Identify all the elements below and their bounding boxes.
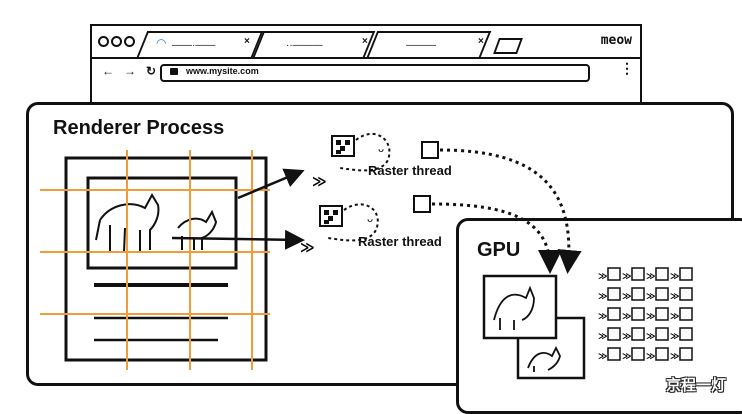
gpu-worker-tile: [679, 287, 693, 301]
gpu-title: GPU: [477, 239, 521, 261]
gpu-worker-icon: ≫: [646, 312, 655, 322]
watermark: 京程一灯: [665, 377, 726, 394]
renderer-process-title: Renderer Process: [53, 117, 225, 139]
tile-arrow-1: [237, 168, 305, 200]
raster-thread-1-icon: ᴗ ≫: [312, 133, 439, 190]
url-text: www.mysite.com: [186, 66, 259, 76]
gpu-worker-icon: ≫: [670, 272, 679, 282]
tile-grid-lines: [40, 150, 270, 370]
gpu-worker-tile: [679, 347, 693, 361]
menu-kebab-icon[interactable]: ⋮: [620, 60, 634, 76]
lock-icon: [170, 68, 178, 75]
gpu-worker-tile: [607, 327, 621, 341]
gpu-worker-tile: [607, 347, 621, 361]
gpu-worker-icon: ≫: [646, 332, 655, 342]
gpu-worker-tile: [655, 267, 669, 281]
gpu-worker-icon: ≫: [670, 332, 679, 342]
gpu-worker-icon: ≫: [670, 352, 679, 362]
gpu-worker-icon: ≫: [670, 312, 679, 322]
svg-text:ᴗ: ᴗ: [367, 214, 373, 225]
horse-illustration-icon: [95, 192, 218, 253]
tab-3-close-icon[interactable]: ×: [478, 36, 484, 47]
raster-thread-2-icon: ᴗ ≫: [300, 195, 431, 256]
gpu-worker-icon: ≫: [598, 312, 607, 322]
gpu-worker-tile: [607, 267, 621, 281]
gpu-worker-icon: ≫: [598, 292, 607, 302]
gpu-worker-icon: ≫: [598, 272, 607, 282]
window-dot-maximize[interactable]: [124, 36, 135, 47]
gpu-worker-tile: [631, 267, 645, 281]
svg-text:≫: ≫: [312, 174, 327, 190]
gpu-worker-tile: [679, 267, 693, 281]
browser-window: ◠ ——·—— × ··——— × ——— × meow ← → ↻ www.m…: [90, 24, 642, 102]
page-mockup: [64, 156, 268, 362]
reload-icon[interactable]: ↻: [146, 64, 157, 78]
tab-1-label: ——·——: [172, 40, 216, 51]
gpu-worker-icon: ≫: [598, 352, 607, 362]
gpu-worker-icon: ≫: [622, 352, 631, 362]
gpu-worker-tile: [631, 327, 645, 341]
svg-text:≫: ≫: [300, 240, 315, 256]
tab-2-label: ··———: [286, 40, 323, 51]
tab-bar: ◠ ——·—— × ··——— × ——— × meow: [92, 26, 640, 59]
gpu-worker-tile: [655, 287, 669, 301]
window-dot-close[interactable]: [98, 36, 109, 47]
diagram-drawing: ᴗ ≫ ᴗ ≫ ≫ ≫ ≫ ≫ ≫ ≫ ≫ ≫ ≫ ≫ ≫ ≫ ≫ ≫ ≫ ≫ ≫ ≫ ≫ ≫: [40, 133, 693, 380]
gpu-worker-tile: [679, 307, 693, 321]
gpu-worker-tile: [655, 327, 669, 341]
gpu-worker-grid: ≫ ≫ ≫ ≫ ≫ ≫ ≫ ≫ ≫ ≫ ≫ ≫ ≫ ≫ ≫ ≫ ≫ ≫ ≫ ≫: [598, 267, 693, 362]
gpu-tile-stack: [482, 274, 586, 380]
raster-thread-1-label: Raster thread: [368, 163, 452, 178]
tab-3-label: ———: [406, 40, 436, 51]
gpu-worker-tile: [607, 307, 621, 321]
raster-to-gpu-arrow-1: [439, 148, 582, 274]
gpu-worker-tile: [631, 307, 645, 321]
window-controls[interactable]: [98, 36, 137, 50]
gpu-worker-icon: ≫: [622, 312, 631, 322]
tab-1-close-icon[interactable]: ×: [244, 36, 250, 47]
raster-thread-2-label: Raster thread: [358, 234, 442, 249]
svg-text:ᴗ: ᴗ: [378, 144, 384, 155]
gpu-worker-icon: ≫: [670, 292, 679, 302]
window-dot-minimize[interactable]: [111, 36, 122, 47]
gpu-worker-tile: [655, 307, 669, 321]
browser-brand: meow: [600, 33, 632, 48]
gpu-worker-tile: [679, 327, 693, 341]
gpu-worker-icon: ≫: [646, 272, 655, 282]
gpu-worker-tile: [655, 347, 669, 361]
gpu-worker-icon: ≫: [598, 332, 607, 342]
back-arrow-icon[interactable]: ←: [102, 64, 114, 78]
loading-spinner-icon: ◠: [156, 36, 167, 50]
gpu-worker-icon: ≫: [622, 272, 631, 282]
tile-arrow-2: [171, 229, 305, 250]
forward-arrow-icon[interactable]: →: [124, 64, 136, 78]
gpu-worker-tile: [631, 287, 645, 301]
gpu-worker-icon: ≫: [646, 292, 655, 302]
tab-2-close-icon[interactable]: ×: [362, 36, 368, 47]
gpu-worker-icon: ≫: [622, 332, 631, 342]
gpu-worker-icon: ≫: [622, 292, 631, 302]
gpu-worker-icon: ≫: [646, 352, 655, 362]
gpu-worker-tile: [631, 347, 645, 361]
raster-to-gpu-arrow-2: [431, 202, 562, 274]
address-bar[interactable]: www.mysite.com: [160, 64, 590, 82]
gpu-worker-tile: [607, 287, 621, 301]
